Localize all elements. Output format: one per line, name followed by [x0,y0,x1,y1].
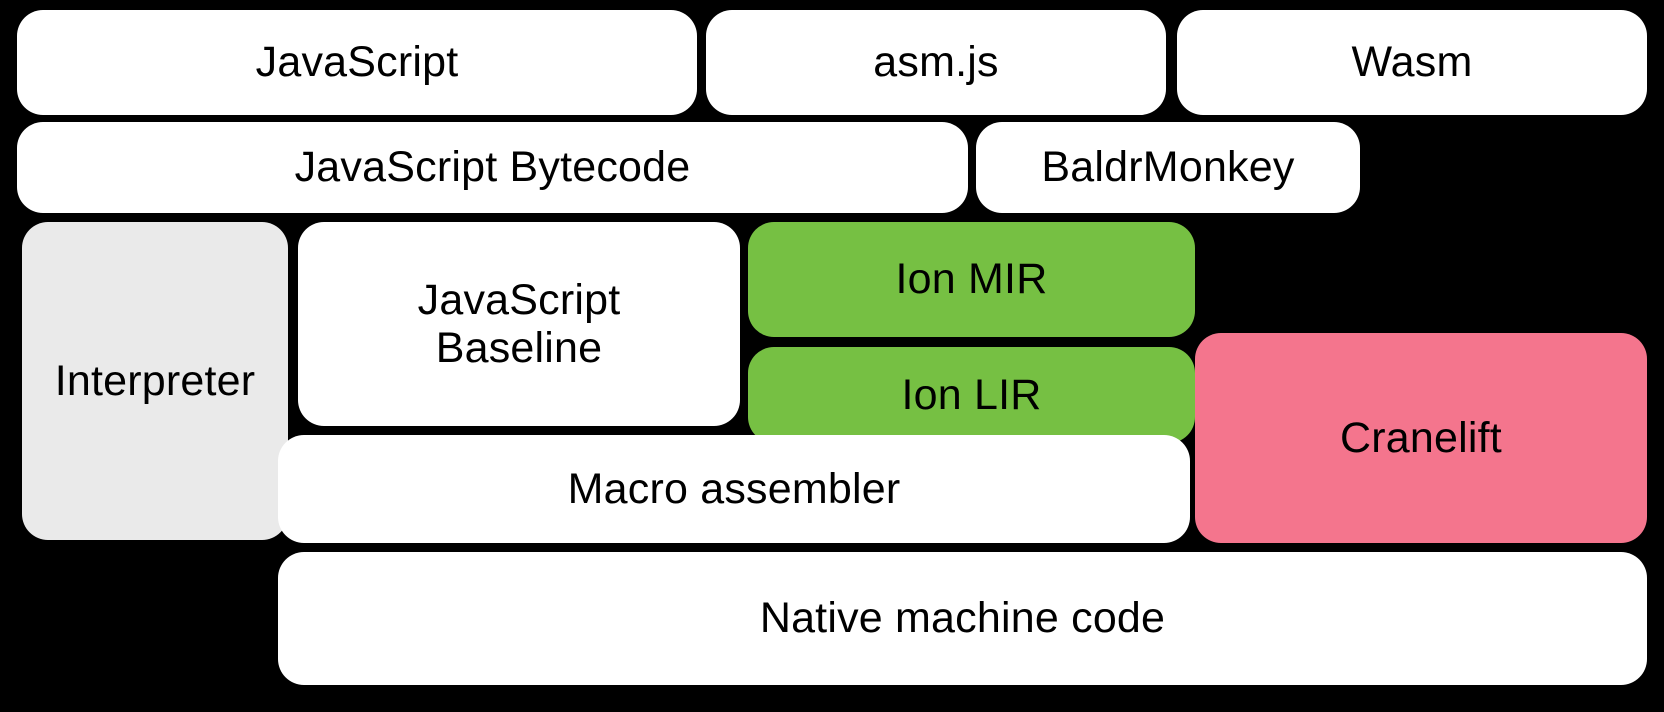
node-macro-assembler: Macro assembler [278,435,1190,543]
node-ion-lir: Ion LIR [748,347,1195,443]
node-ion-mir: Ion MIR [748,222,1195,337]
node-native-machine-code: Native machine code [278,552,1647,685]
node-javascript: JavaScript [17,10,697,115]
node-javascript-bytecode: JavaScript Bytecode [17,122,968,213]
node-asmjs: asm.js [706,10,1166,115]
node-wasm: Wasm [1177,10,1647,115]
node-javascript-baseline: JavaScript Baseline [298,222,740,426]
node-interpreter: Interpreter [22,222,288,540]
node-baldrmonkey: BaldrMonkey [976,122,1360,213]
node-cranelift: Cranelift [1195,333,1647,543]
